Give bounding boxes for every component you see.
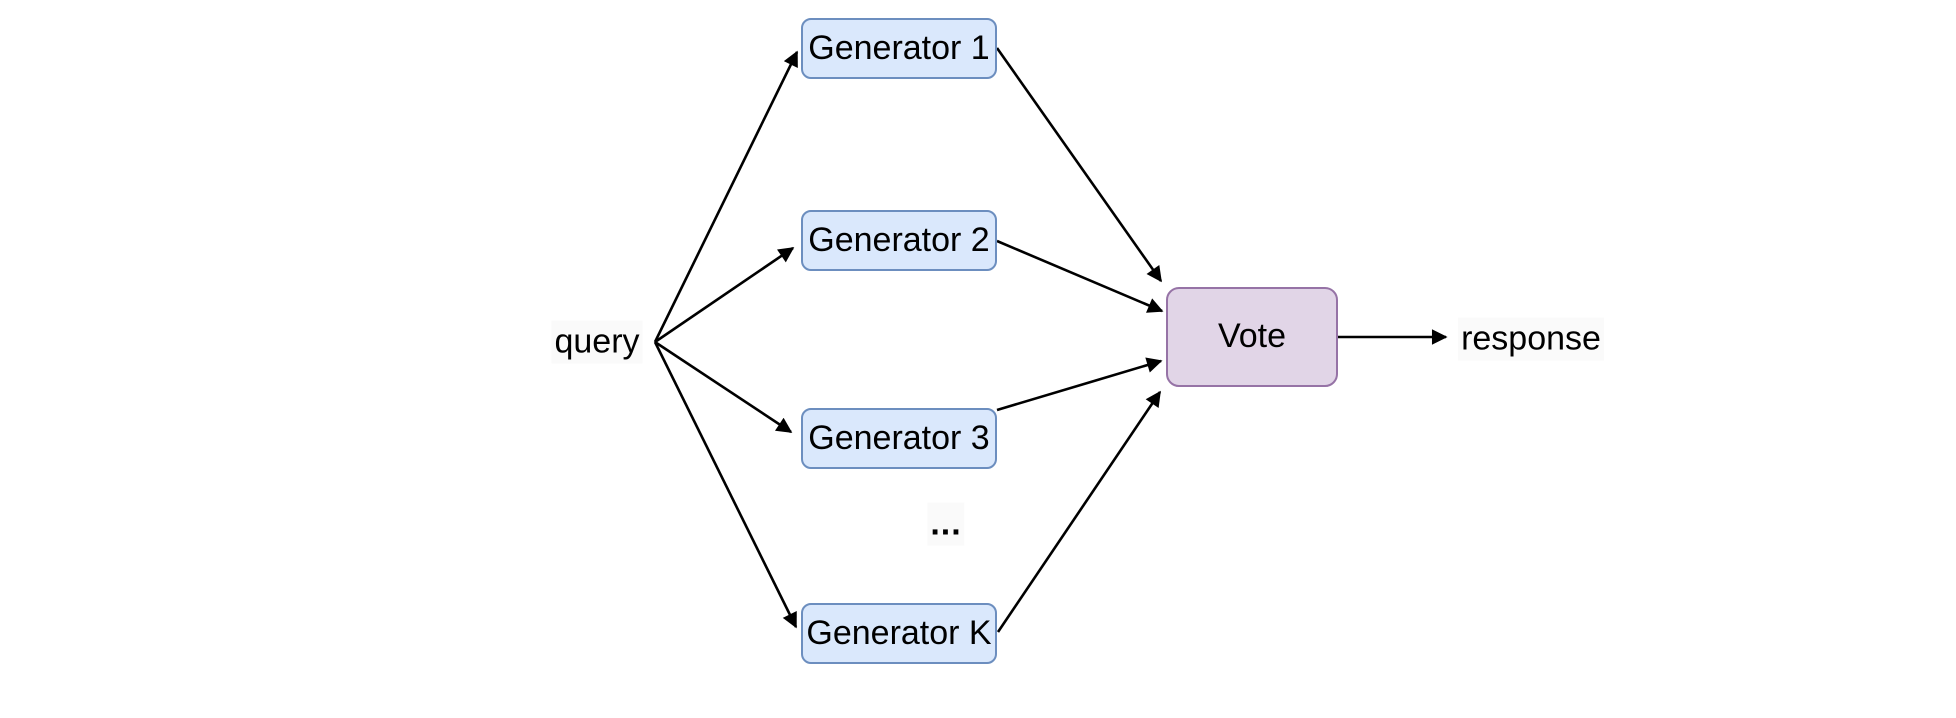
edge-query-to-generator-1 (653, 50, 799, 343)
edge-query-to-generator-3 (654, 340, 793, 434)
vote-label: Vote (1217, 317, 1287, 356)
vote-node: Vote (1166, 287, 1338, 387)
ellipsis-label: ... (927, 502, 965, 546)
generator-1-label: Generator 1 (808, 28, 990, 67)
edge-query-to-generator-k (653, 341, 798, 629)
generator-3-label: Generator 3 (808, 418, 990, 457)
generator-k-node: Generator K (801, 603, 997, 664)
edge-generator-k-to-vote (996, 390, 1162, 633)
edge-generator-3-to-vote (996, 357, 1163, 412)
edge-generator-1-to-vote (995, 47, 1163, 283)
generator-1-node: Generator 1 (801, 18, 997, 79)
edge-query-to-generator-2 (654, 246, 795, 344)
edge-generator-2-to-vote (996, 239, 1164, 313)
query-label: query (551, 320, 643, 364)
generator-3-node: Generator 3 (801, 408, 997, 469)
generator-k-label: Generator K (806, 613, 992, 652)
response-label: response (1458, 317, 1604, 361)
generator-2-node: Generator 2 (801, 210, 997, 271)
generator-2-label: Generator 2 (808, 220, 990, 259)
